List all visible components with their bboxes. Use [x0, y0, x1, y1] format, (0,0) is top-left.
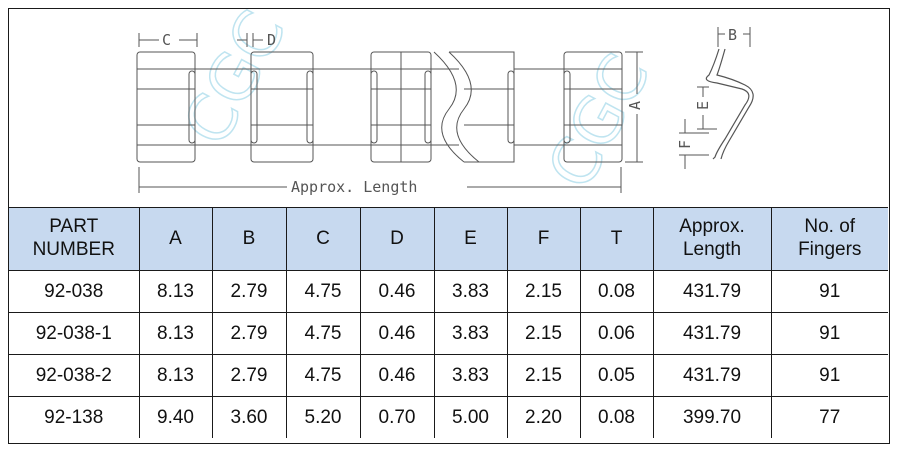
dim-e	[697, 86, 717, 130]
dim-c-label: C	[162, 31, 171, 49]
header-f: F	[506, 208, 581, 271]
cell-no-of-fingers: 77	[770, 396, 888, 438]
table-row: 92-138 9.40 3.60 5.20 0.70 5.00 2.20 0.0…	[9, 396, 888, 438]
cell-part-number: 92-038-1	[9, 312, 140, 355]
cell-c: 5.20	[285, 396, 361, 438]
header-c: C	[285, 208, 361, 271]
cell-b: 2.79	[211, 354, 287, 397]
dim-length	[138, 167, 622, 193]
header-b: B	[211, 208, 287, 271]
cell-f: 2.15	[506, 270, 581, 313]
cell-e: 3.83	[433, 354, 508, 397]
dim-f	[679, 119, 709, 169]
cell-d: 0.46	[359, 270, 435, 313]
cell-no-of-fingers: 91	[770, 354, 888, 397]
cell-t: 0.08	[579, 396, 654, 438]
cell-f: 2.20	[506, 396, 581, 438]
dim-a-label: A	[626, 101, 644, 110]
cell-a: 9.40	[138, 396, 213, 438]
cell-t: 0.06	[579, 312, 654, 355]
cell-part-number: 92-038	[9, 270, 140, 313]
cell-no-of-fingers: 91	[770, 270, 888, 313]
dim-e-label: E	[694, 101, 712, 110]
cell-no-of-fingers: 91	[770, 312, 888, 355]
cell-approx-length: 399.70	[652, 396, 772, 438]
header-e: E	[433, 208, 508, 271]
cell-f: 2.15	[506, 354, 581, 397]
header-a: A	[138, 208, 213, 271]
cell-b: 2.79	[211, 312, 287, 355]
cell-e: 3.83	[433, 270, 508, 313]
dim-d	[237, 33, 263, 47]
table-row: 92-038-2 8.13 2.79 4.75 0.46 3.83 2.15 0…	[9, 354, 888, 397]
cell-a: 8.13	[138, 354, 213, 397]
cell-d: 0.46	[359, 312, 435, 355]
dim-d-label: D	[267, 31, 276, 49]
dim-c	[138, 33, 198, 47]
watermark-left: CGC	[170, 9, 301, 157]
cell-part-number: 92-038-2	[9, 354, 140, 397]
cell-t: 0.05	[579, 354, 654, 397]
cell-b: 3.60	[211, 396, 287, 438]
cell-c: 4.75	[285, 270, 361, 313]
cell-e: 5.00	[433, 396, 508, 438]
header-approx-length: Approx.Length	[652, 208, 772, 271]
spec-sheet-frame: CGC CGC	[8, 8, 890, 444]
cell-c: 4.75	[285, 354, 361, 397]
cell-e: 3.83	[433, 312, 508, 355]
cell-b: 2.79	[211, 270, 287, 313]
watermark-right: CGC	[534, 43, 665, 200]
dim-length-label: Approx. Length	[291, 178, 417, 196]
cell-a: 8.13	[138, 270, 213, 313]
cell-approx-length: 431.79	[652, 354, 772, 397]
cell-approx-length: 431.79	[652, 312, 772, 355]
gasket-drawing-svg: CGC CGC	[136, 9, 754, 201]
cell-d: 0.46	[359, 354, 435, 397]
cell-f: 2.15	[506, 312, 581, 355]
cell-part-number: 92-138	[9, 396, 140, 438]
cross-section-profile	[705, 48, 754, 160]
table-row: 92-038-1 8.13 2.79 4.75 0.46 3.83 2.15 0…	[9, 312, 888, 355]
cell-c: 4.75	[285, 312, 361, 355]
technical-drawing: CGC CGC	[9, 9, 888, 208]
cell-a: 8.13	[138, 312, 213, 355]
dim-b	[717, 27, 751, 47]
cell-t: 0.08	[579, 270, 654, 313]
header-t: T	[579, 208, 654, 271]
cell-d: 0.70	[359, 396, 435, 438]
gasket-strip	[136, 51, 623, 163]
cell-approx-length: 431.79	[652, 270, 772, 313]
dim-b-label: B	[728, 26, 737, 44]
header-d: D	[359, 208, 435, 271]
dim-a	[625, 51, 643, 163]
dim-f-label: F	[676, 140, 694, 149]
table-row: 92-038 8.13 2.79 4.75 0.46 3.83 2.15 0.0…	[9, 270, 888, 313]
